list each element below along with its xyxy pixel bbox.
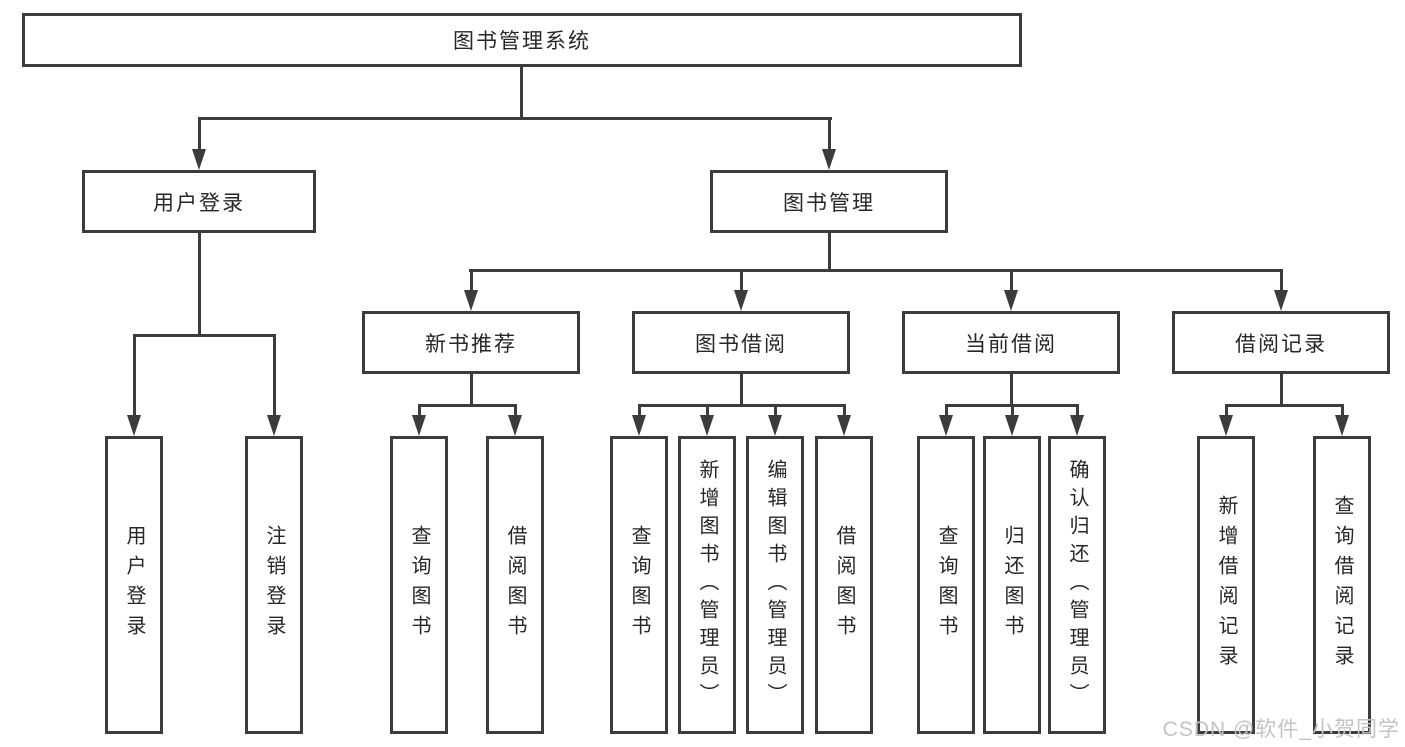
connector-branch xyxy=(1225,404,1344,407)
connector-stem xyxy=(470,372,473,407)
connector-stem xyxy=(198,231,201,337)
arrowhead-icon xyxy=(192,149,206,170)
node-label: 新增借阅记录 xyxy=(1215,495,1237,675)
connector-stem xyxy=(740,269,743,292)
connector-stem xyxy=(945,404,948,417)
node-label: 编辑图书（管理员） xyxy=(764,459,786,711)
arrowhead-icon xyxy=(1005,415,1019,436)
node-label: 借阅图书 xyxy=(504,525,526,645)
connector-stem xyxy=(133,334,136,418)
node-borrow-books-recommend: 借阅图书 xyxy=(486,436,544,734)
connector-stem xyxy=(198,117,201,152)
node-query-borrow-record: 查询借阅记录 xyxy=(1313,436,1371,734)
connector-branch xyxy=(133,334,276,337)
node-label: 当前借阅 xyxy=(965,332,1057,356)
connector-branch xyxy=(418,404,517,407)
connector-stem xyxy=(470,269,473,292)
arrowhead-icon xyxy=(412,415,426,436)
connector-stem xyxy=(828,117,831,152)
node-new-book-recommendation: 新书推荐 xyxy=(362,311,580,374)
connector-stem xyxy=(514,404,517,417)
node-user-login-action: 用户登录 xyxy=(105,436,163,734)
connector-stem xyxy=(828,231,831,272)
connector-branch xyxy=(638,404,846,407)
connector-stem xyxy=(774,404,777,417)
node-label: 借阅图书 xyxy=(833,525,855,645)
arrowhead-icon xyxy=(1335,415,1349,436)
connector-stem xyxy=(418,404,421,417)
connector-branch xyxy=(198,117,832,120)
node-confirm-return-admin: 确认归还（管理员） xyxy=(1048,436,1106,734)
csdn-watermark: CSDN @软件_小贺同学 xyxy=(1162,718,1400,741)
node-query-books-borrowing: 查询图书 xyxy=(610,436,668,734)
node-book-borrowing: 图书借阅 xyxy=(632,311,850,374)
node-label: 查询图书 xyxy=(935,525,957,645)
node-add-borrow-record: 新增借阅记录 xyxy=(1197,436,1255,734)
arrowhead-icon xyxy=(127,415,141,436)
node-library-management-system: 图书管理系统 xyxy=(22,13,1022,67)
arrowhead-icon xyxy=(1274,290,1288,311)
connector-stem xyxy=(843,404,846,417)
connector-stem xyxy=(1341,404,1344,417)
node-label: 用户登录 xyxy=(123,525,145,645)
node-label: 借阅记录 xyxy=(1235,332,1327,356)
node-query-books-current: 查询图书 xyxy=(917,436,975,734)
node-book-management: 图书管理 xyxy=(710,170,948,233)
node-add-books-admin: 新增图书（管理员） xyxy=(678,436,736,734)
connector-stem xyxy=(1010,269,1013,292)
connector-stem xyxy=(1076,404,1079,417)
connector-stem xyxy=(1011,404,1014,417)
node-logout: 注销登录 xyxy=(245,436,303,734)
arrowhead-icon xyxy=(939,415,953,436)
connector-stem xyxy=(1010,372,1013,407)
connector-stem xyxy=(273,334,276,418)
node-borrow-books-borrowing: 借阅图书 xyxy=(815,436,873,734)
node-label: 图书管理 xyxy=(783,191,875,215)
node-label: 新书推荐 xyxy=(425,332,517,356)
arrowhead-icon xyxy=(1070,415,1084,436)
arrowhead-icon xyxy=(837,415,851,436)
connector-stem xyxy=(706,404,709,417)
node-label: 注销登录 xyxy=(263,525,285,645)
arrowhead-icon xyxy=(734,290,748,311)
node-label: 归还图书 xyxy=(1001,525,1023,645)
connector-stem xyxy=(638,404,641,417)
node-label: 新增图书（管理员） xyxy=(696,459,718,711)
node-label: 查询图书 xyxy=(628,525,650,645)
arrowhead-icon xyxy=(267,415,281,436)
connector-stem xyxy=(1225,404,1228,417)
node-query-books-recommend: 查询图书 xyxy=(390,436,448,734)
arrowhead-icon xyxy=(768,415,782,436)
arrowhead-icon xyxy=(1004,290,1018,311)
connector-trunk xyxy=(520,65,523,119)
node-borrowing-records: 借阅记录 xyxy=(1172,311,1390,374)
arrowhead-icon xyxy=(508,415,522,436)
node-label: 图书管理系统 xyxy=(453,30,591,53)
arrowhead-icon xyxy=(632,415,646,436)
connector-branch xyxy=(469,269,1283,272)
node-label: 确认归还（管理员） xyxy=(1066,459,1088,711)
connector-stem xyxy=(740,372,743,407)
arrowhead-icon xyxy=(822,149,836,170)
node-label: 查询借阅记录 xyxy=(1331,495,1353,675)
node-edit-books-admin: 编辑图书（管理员） xyxy=(746,436,804,734)
arrowhead-icon xyxy=(700,415,714,436)
connector-stem xyxy=(1280,372,1283,407)
arrowhead-icon xyxy=(1219,415,1233,436)
node-label: 用户登录 xyxy=(153,191,245,215)
node-label: 图书借阅 xyxy=(695,332,787,356)
node-label: 查询图书 xyxy=(408,525,430,645)
arrowhead-icon xyxy=(464,290,478,311)
node-current-borrowing: 当前借阅 xyxy=(902,311,1120,374)
node-return-books: 归还图书 xyxy=(983,436,1041,734)
node-user-login: 用户登录 xyxy=(82,170,316,233)
connector-stem xyxy=(1280,269,1283,292)
